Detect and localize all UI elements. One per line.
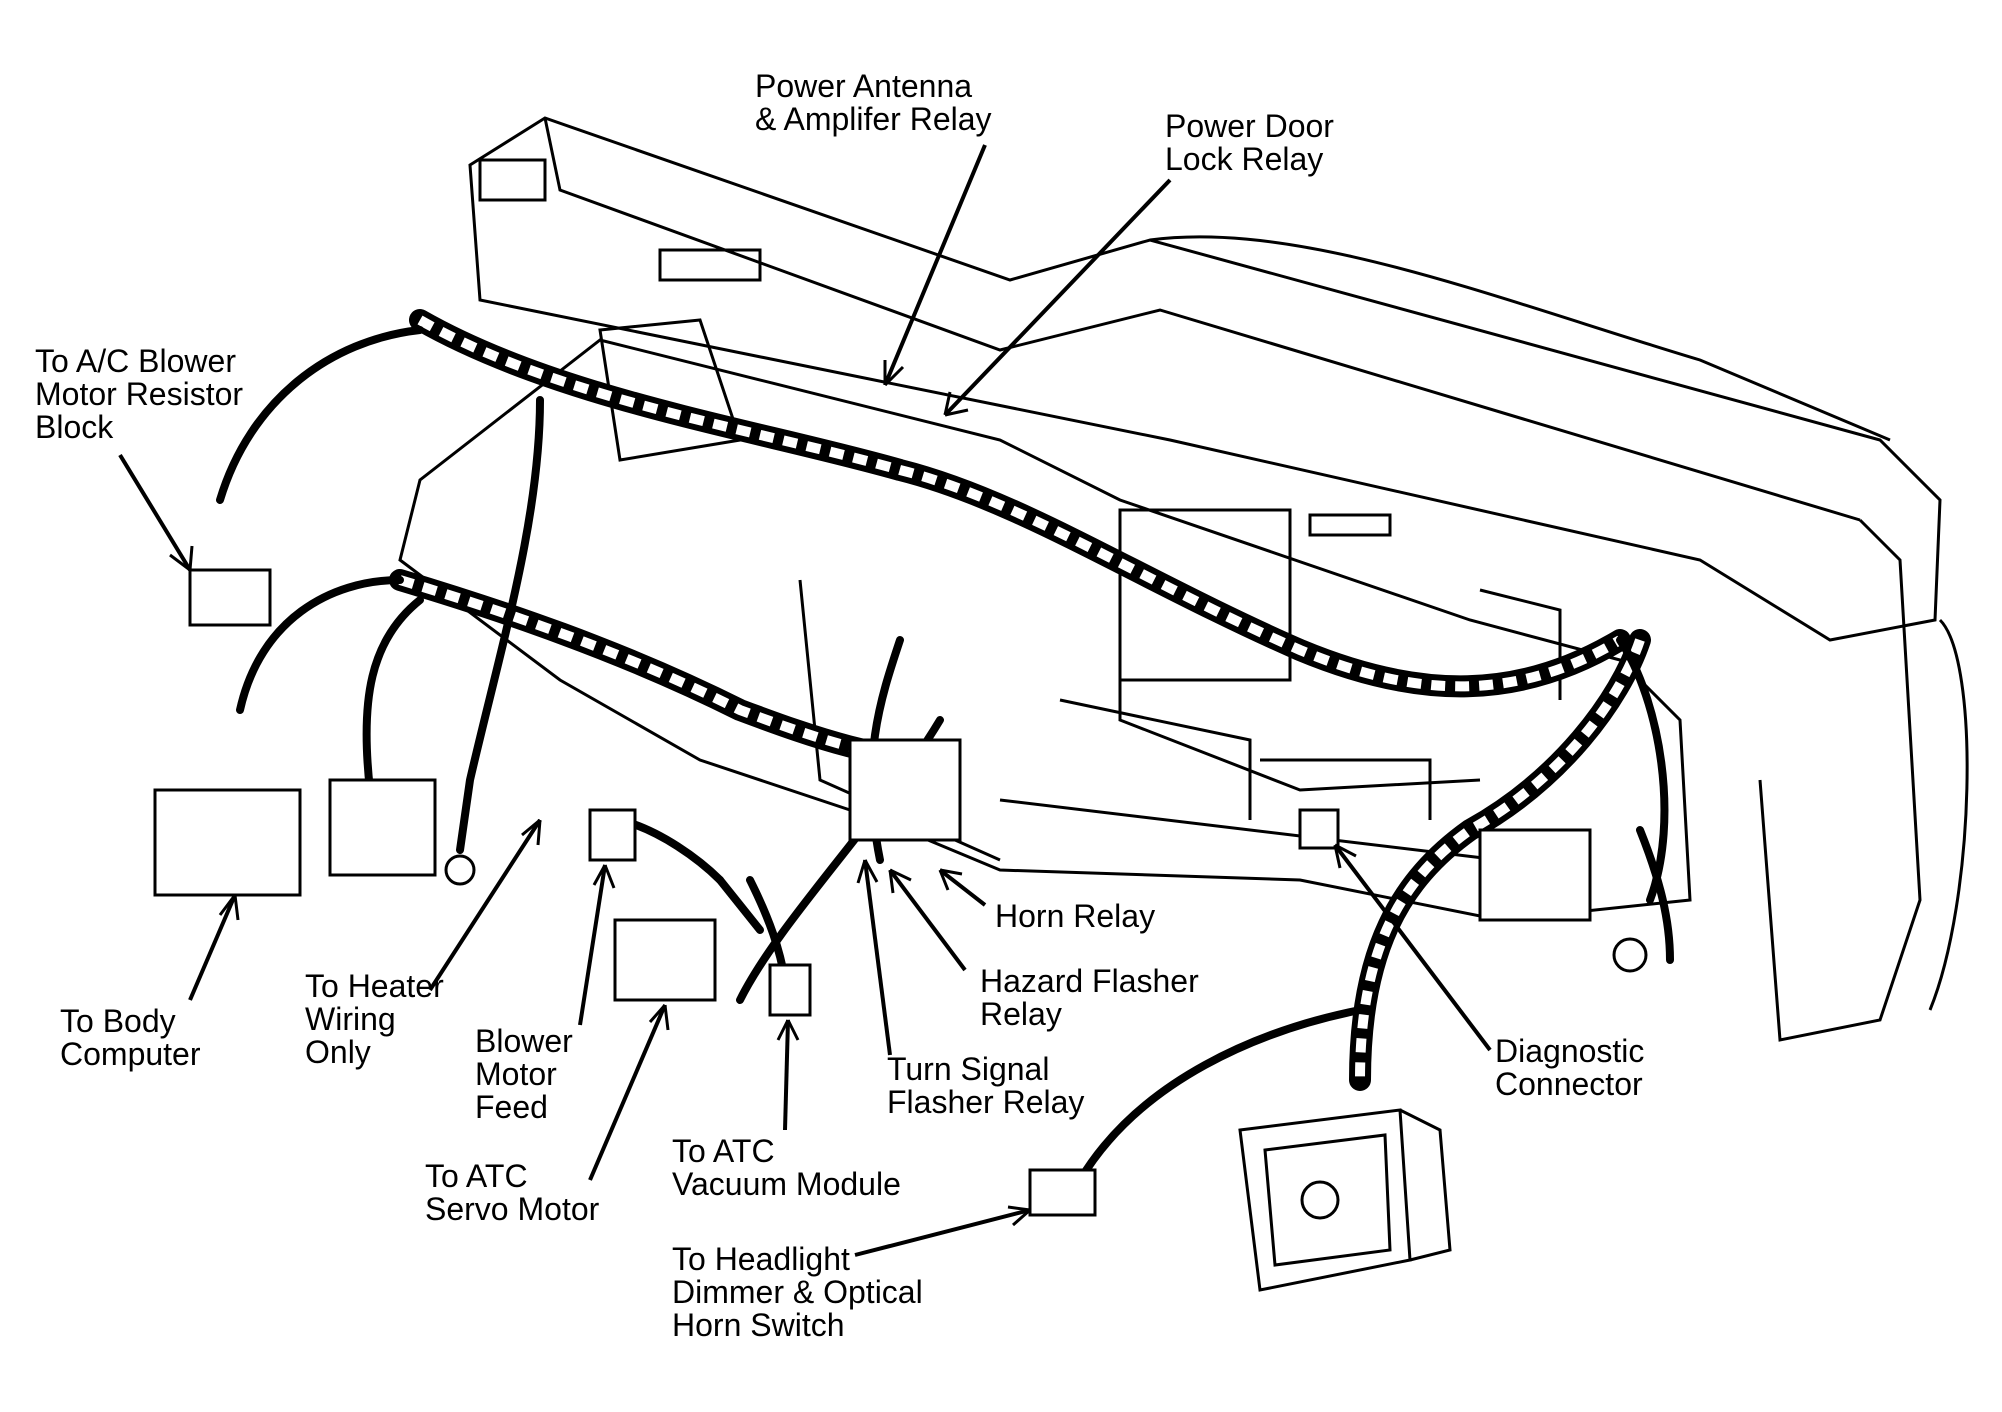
- label-atc-vacuum-module: To ATC Vacuum Module: [672, 1133, 901, 1202]
- label-turn-signal-flasher-relay: Turn Signal Flasher Relay: [887, 1051, 1085, 1120]
- relay-block: [848, 738, 962, 842]
- body-computer-connector: [153, 788, 302, 897]
- leader-diagnostic: [1333, 843, 1492, 1052]
- leader-heater: [428, 818, 542, 992]
- leader-blower-feed: [578, 864, 607, 1026]
- leader-atc-vacuum: [783, 1019, 790, 1131]
- leader-horn-relay: [938, 868, 987, 907]
- heater-ring-terminal: [444, 854, 476, 886]
- atc-servo-connector: [613, 918, 717, 1002]
- connectors: [153, 568, 1648, 1217]
- headlight-dimmer-connector: [1028, 1168, 1097, 1217]
- label-atc-servo-motor: To ATC Servo Motor: [425, 1158, 600, 1227]
- leader-atc-servo: [588, 1004, 667, 1181]
- label-body-computer: To Body Computer: [60, 1003, 201, 1072]
- right-relay-block: [1478, 828, 1592, 922]
- label-blower-motor-feed: Blower Motor Feed: [475, 1023, 573, 1125]
- leader-headlight-dimmer: [854, 1208, 1031, 1257]
- ac-blower-connector: [188, 568, 272, 627]
- leader-turn-signal: [863, 859, 892, 1056]
- headlight-switch-housing: [1238, 1108, 1452, 1292]
- ground-terminal: [1612, 937, 1648, 973]
- leader-body-computer: [188, 894, 237, 1001]
- leader-power-door-lock: [943, 178, 1172, 417]
- label-hazard-flasher-relay: Hazard Flasher Relay: [980, 963, 1199, 1032]
- leader-lines: [118, 144, 1492, 1257]
- heater-connector: [328, 778, 437, 877]
- label-power-door-lock-relay: Power Door Lock Relay: [1165, 108, 1334, 177]
- label-horn-relay: Horn Relay: [995, 898, 1156, 934]
- label-heater-wiring: To Heater Wiring Only: [305, 968, 444, 1070]
- blower-feed-connector: [588, 808, 637, 862]
- label-power-antenna-relay: Power Antenna & Amplifer Relay: [755, 68, 992, 137]
- leader-ac-blower: [118, 453, 192, 572]
- leader-hazard-flasher: [888, 868, 967, 972]
- label-diagnostic-connector: Diagnostic Connector: [1495, 1033, 1645, 1102]
- leader-power-antenna: [883, 144, 987, 386]
- label-headlight-dimmer: To Headlight Dimmer & Optical Horn Switc…: [672, 1241, 923, 1343]
- branch-wires: [216, 326, 1674, 1184]
- dashboard-panel: [468, 116, 1969, 1042]
- label-ac-blower-resistor: To A/C Blower Motor Resistor Block: [35, 343, 244, 445]
- atc-vacuum-connector: [768, 963, 812, 1017]
- diagnostic-connector: [1298, 808, 1340, 850]
